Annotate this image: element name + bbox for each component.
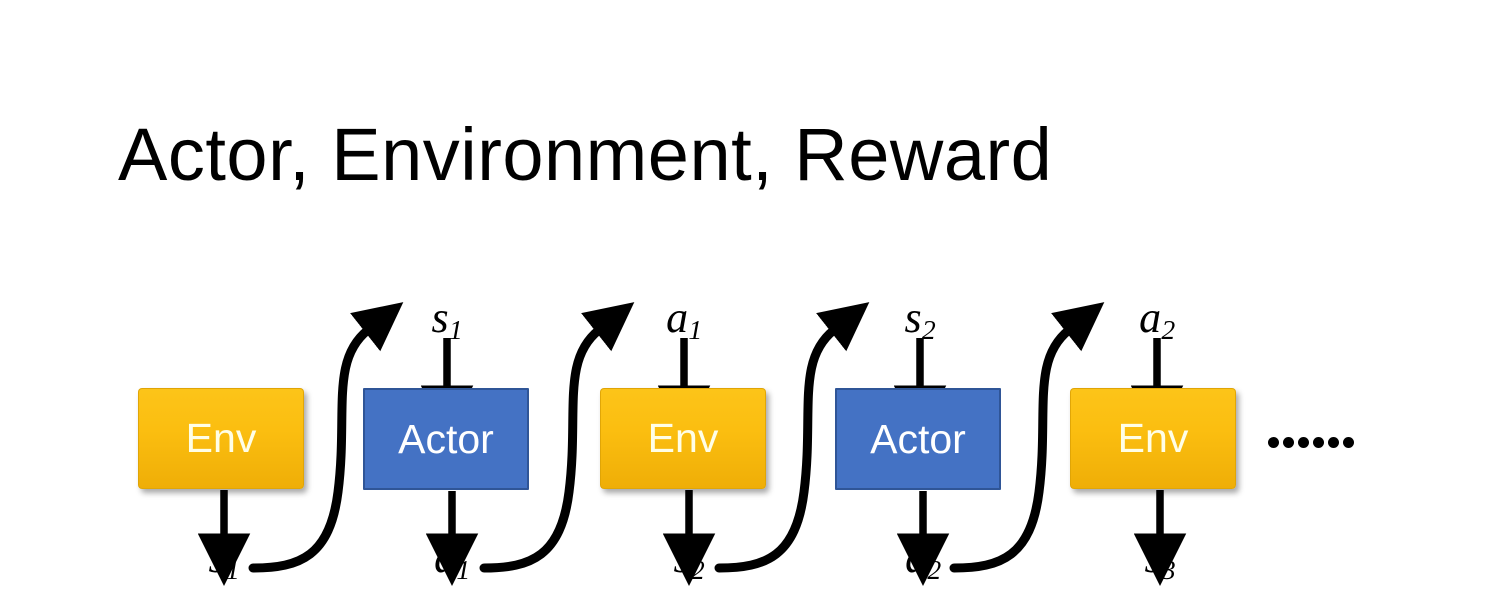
ellipsis-dot <box>1268 437 1279 448</box>
node-box-label: Env <box>1117 415 1189 461</box>
math-label-bot-a1: a1 <box>434 533 470 584</box>
ellipsis-dot <box>1313 437 1324 448</box>
curve-s1 <box>248 302 404 573</box>
math-label-top-s1: s1 <box>431 293 463 344</box>
math-symbol: s <box>208 533 226 582</box>
math-symbol: s <box>431 293 449 342</box>
math-symbol: s <box>904 293 922 342</box>
math-label-bot-a2: a2 <box>905 533 941 584</box>
math-symbol: s <box>1144 533 1162 582</box>
node-box-actor-1[interactable]: Actor <box>363 388 529 490</box>
math-symbol: a <box>434 533 457 582</box>
math-subscript: 2 <box>921 314 936 346</box>
math-symbol: a <box>905 533 928 582</box>
node-box-label: Env <box>647 415 719 461</box>
node-box-label: Env <box>185 415 257 461</box>
math-label-top-s2: s2 <box>904 293 936 344</box>
straight-arrows <box>197 338 1187 586</box>
math-subscript: 3 <box>1161 554 1176 586</box>
node-box-actor-2[interactable]: Actor <box>835 388 1001 490</box>
node-box-label: Actor <box>398 415 494 462</box>
ellipsis-continuation <box>1268 437 1354 448</box>
math-label-bot-s1: s1 <box>208 533 240 584</box>
math-subscript: 1 <box>448 314 463 346</box>
math-label-top-a1: a1 <box>666 293 702 344</box>
math-subscript: 2 <box>690 554 705 586</box>
math-symbol: s <box>673 533 691 582</box>
math-subscript: 1 <box>456 554 471 586</box>
node-box-env-3[interactable]: Env <box>1070 388 1236 489</box>
ellipsis-dot <box>1283 437 1294 448</box>
curved-arrows <box>248 302 1105 573</box>
node-box-env-2[interactable]: Env <box>600 388 766 489</box>
page-title: Actor, Environment, Reward <box>118 113 1053 196</box>
math-label-bot-s2: s2 <box>673 533 705 584</box>
math-subscript: 2 <box>927 554 942 586</box>
curve-a1 <box>479 302 635 573</box>
math-symbol: a <box>1139 293 1162 342</box>
math-symbol: a <box>666 293 689 342</box>
math-label-bot-s3: s3 <box>1144 533 1176 584</box>
ellipsis-dot <box>1343 437 1354 448</box>
math-subscript: 1 <box>225 554 240 586</box>
math-subscript: 2 <box>1161 314 1176 346</box>
math-label-top-a2: a2 <box>1139 293 1175 344</box>
node-box-label: Actor <box>870 415 966 462</box>
node-box-env-1[interactable]: Env <box>138 388 304 489</box>
ellipsis-dot <box>1328 437 1339 448</box>
math-subscript: 1 <box>688 314 703 346</box>
curve-a2 <box>949 302 1105 573</box>
curve-s2 <box>714 302 870 573</box>
ellipsis-dot <box>1298 437 1309 448</box>
